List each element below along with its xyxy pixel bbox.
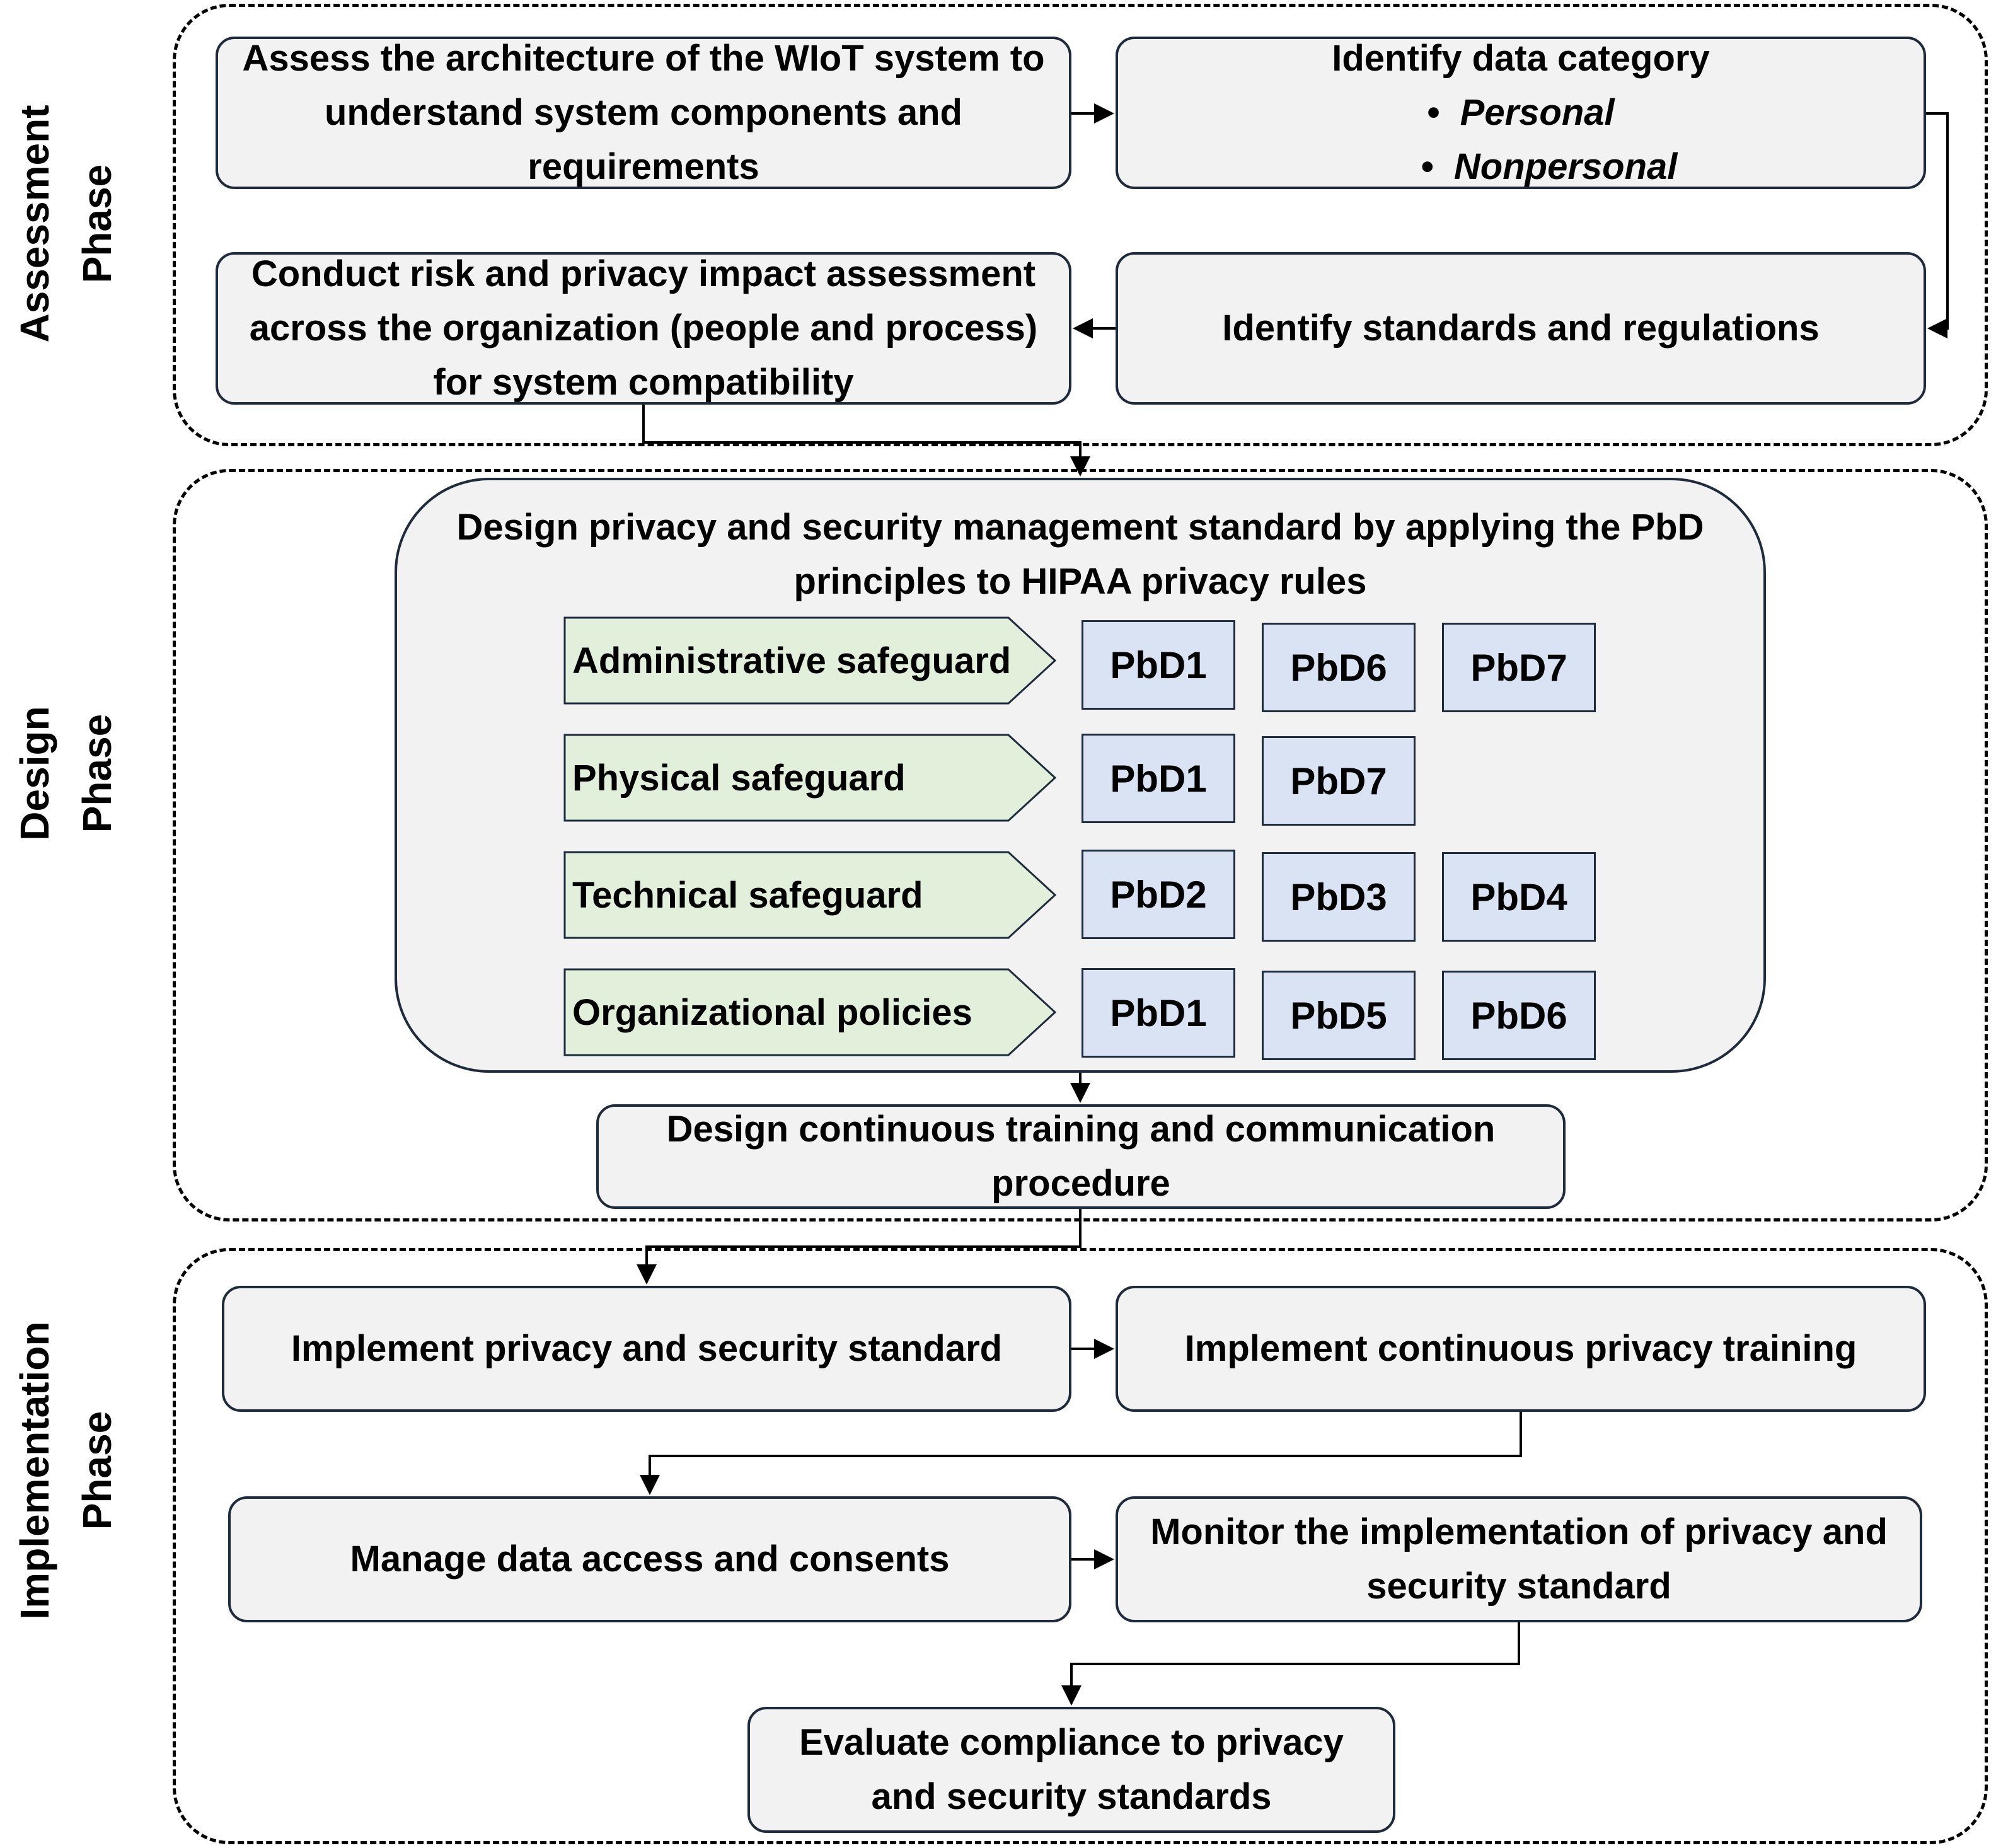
pbd-box: PbD6 — [1442, 971, 1596, 1060]
pbd-box: PbD7 — [1442, 623, 1596, 712]
pbd-box: PbD2 — [1082, 850, 1235, 939]
safeguard-arrow-shape — [563, 734, 1057, 822]
assess-architecture-text: Assess the architecture of the WIoT syst… — [242, 38, 1045, 187]
connector-arrow — [637, 1209, 1082, 1285]
connector-arrow — [1061, 1622, 1520, 1706]
pbd-box: PbD3 — [1262, 852, 1416, 942]
identify-standards-text: Identify standards and regulations — [1222, 308, 1820, 349]
assess-architecture-box: Assess the architecture of the WIoT syst… — [216, 37, 1071, 189]
safeguard-technical: Technical safeguard — [563, 851, 1057, 939]
safeguard-label: Administrative safeguard — [572, 640, 1012, 681]
implement-training-box: Implement continuous privacy training — [1116, 1286, 1926, 1412]
safeguard-administrative: Administrative safeguard — [563, 616, 1057, 705]
implement-standard-box: Implement privacy and security standard — [222, 1286, 1071, 1412]
data-category-item: Personal — [1332, 86, 1709, 140]
implement-training-text: Implement continuous privacy training — [1184, 1328, 1857, 1370]
safeguard-label: Organizational policies — [572, 991, 972, 1033]
data-category-list: Personal Nonpersonal — [1332, 86, 1709, 194]
pbd-box: PbD1 — [1082, 734, 1235, 823]
pbd-box: PbD6 — [1262, 623, 1416, 712]
data-category-item: Nonpersonal — [1332, 140, 1709, 194]
pbd-box: PbD1 — [1082, 620, 1235, 710]
safeguard-arrow-shape — [563, 851, 1057, 939]
evaluate-compliance-text: Evaluate compliance to privacy and secur… — [799, 1722, 1344, 1817]
data-category-title: Identify data category — [1332, 38, 1710, 79]
safeguard-organizational: Organizational policies — [563, 968, 1057, 1056]
safeguard-arrow-shape — [563, 616, 1057, 705]
pbd-box: PbD1 — [1082, 968, 1235, 1058]
identify-standards-box: Identify standards and regulations — [1116, 252, 1926, 405]
safeguard-physical: Physical safeguard — [563, 734, 1057, 822]
design-training-box: Design continuous training and communica… — [596, 1104, 1566, 1209]
manage-access-text: Manage data access and consents — [350, 1539, 950, 1580]
pbd-box: PbD5 — [1262, 971, 1416, 1060]
risk-assessment-text: Conduct risk and privacy impact assessme… — [249, 253, 1038, 403]
pbd-box: PbD4 — [1442, 852, 1596, 942]
design-standard-title: Design privacy and security management s… — [456, 507, 1704, 602]
connector-arrow — [640, 1412, 1522, 1495]
monitor-implementation-text: Monitor the implementation of privacy an… — [1150, 1511, 1888, 1607]
monitor-implementation-box: Monitor the implementation of privacy an… — [1116, 1496, 1922, 1622]
implementation-phase-frame — [173, 1248, 1988, 1844]
risk-assessment-box: Conduct risk and privacy impact assessme… — [216, 252, 1071, 405]
pbd-box: PbD7 — [1262, 736, 1416, 826]
connector-arrow — [642, 405, 1090, 476]
data-category-box: Identify data category Personal Nonperso… — [1116, 37, 1926, 189]
implement-standard-text: Implement privacy and security standard — [291, 1328, 1003, 1370]
design-training-text: Design continuous training and communica… — [666, 1109, 1496, 1204]
connector-arrow — [1926, 112, 1949, 338]
manage-access-box: Manage data access and consents — [228, 1496, 1071, 1622]
evaluate-compliance-box: Evaluate compliance to privacy and secur… — [747, 1707, 1395, 1833]
safeguard-label: Technical safeguard — [572, 874, 923, 916]
safeguard-label: Physical safeguard — [572, 757, 906, 799]
safeguard-arrow-shape — [563, 968, 1057, 1056]
